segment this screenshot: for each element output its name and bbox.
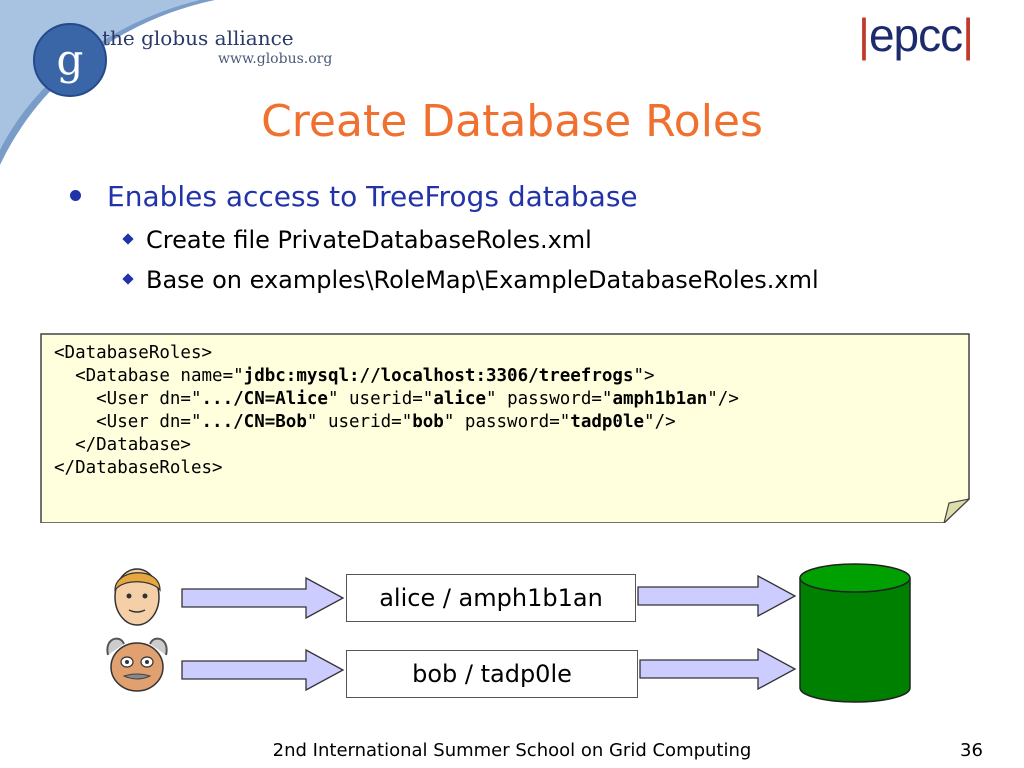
epcc-logo-text: epcc	[868, 9, 963, 61]
arrow-alice-to-label-icon	[181, 576, 345, 620]
code-line: <Database name="jdbc:mysql://localhost:3…	[54, 366, 655, 386]
main-bullet-text: Enables access to TreeFrogs database	[107, 180, 638, 213]
code-note-box	[40, 333, 970, 523]
code-block: <DatabaseRoles> <Database name="jdbc:mys…	[54, 342, 739, 480]
corner-decoration: g	[0, 0, 215, 165]
bob-credentials-label: bob / tadp0le	[346, 650, 638, 698]
code-line: <User dn=".../CN=Alice" userid="alice" p…	[54, 389, 739, 409]
sub-bullet-text: Base on examples\RoleMap\ExampleDatabase…	[146, 266, 819, 294]
arrow-bob-to-label-icon	[181, 648, 345, 692]
main-bullet: Enables access to TreeFrogs database	[70, 180, 638, 213]
footer-text: 2nd International Summer School on Grid …	[272, 740, 752, 761]
arrow-alice-to-database-icon	[637, 574, 797, 618]
database-icon	[799, 563, 911, 703]
code-line: </DatabaseRoles>	[54, 458, 223, 478]
code-line: <User dn=".../CN=Bob" userid="bob" passw…	[54, 412, 676, 432]
sub-bullet: Base on examples\RoleMap\ExampleDatabase…	[122, 266, 819, 294]
globus-url: www.globus.org	[218, 51, 333, 67]
sub-bullet: Create file PrivateDatabaseRoles.xml	[122, 226, 592, 254]
bullet-dot-icon	[70, 189, 81, 201]
diamond-bullet-icon	[122, 273, 134, 285]
alice-credentials-label: alice / amph1b1an	[346, 574, 636, 622]
access-diagram	[106, 563, 911, 703]
code-line: </Database>	[54, 435, 191, 455]
epcc-logo: |epcc|	[858, 9, 974, 61]
sub-bullet-text: Create file PrivateDatabaseRoles.xml	[146, 226, 592, 254]
globus-logo-icon	[34, 24, 106, 96]
alice-face-icon	[114, 568, 161, 626]
code-line: <DatabaseRoles>	[54, 343, 213, 363]
page-number: 36	[960, 740, 983, 761]
bob-face-icon	[106, 637, 168, 692]
slide-title: Create Database Roles	[261, 96, 763, 147]
diamond-bullet-icon	[122, 233, 134, 245]
globus-logo-letter: g	[57, 35, 84, 84]
globus-alliance-name: the globus alliance	[102, 26, 294, 50]
arrow-bob-to-database-icon	[639, 647, 797, 691]
